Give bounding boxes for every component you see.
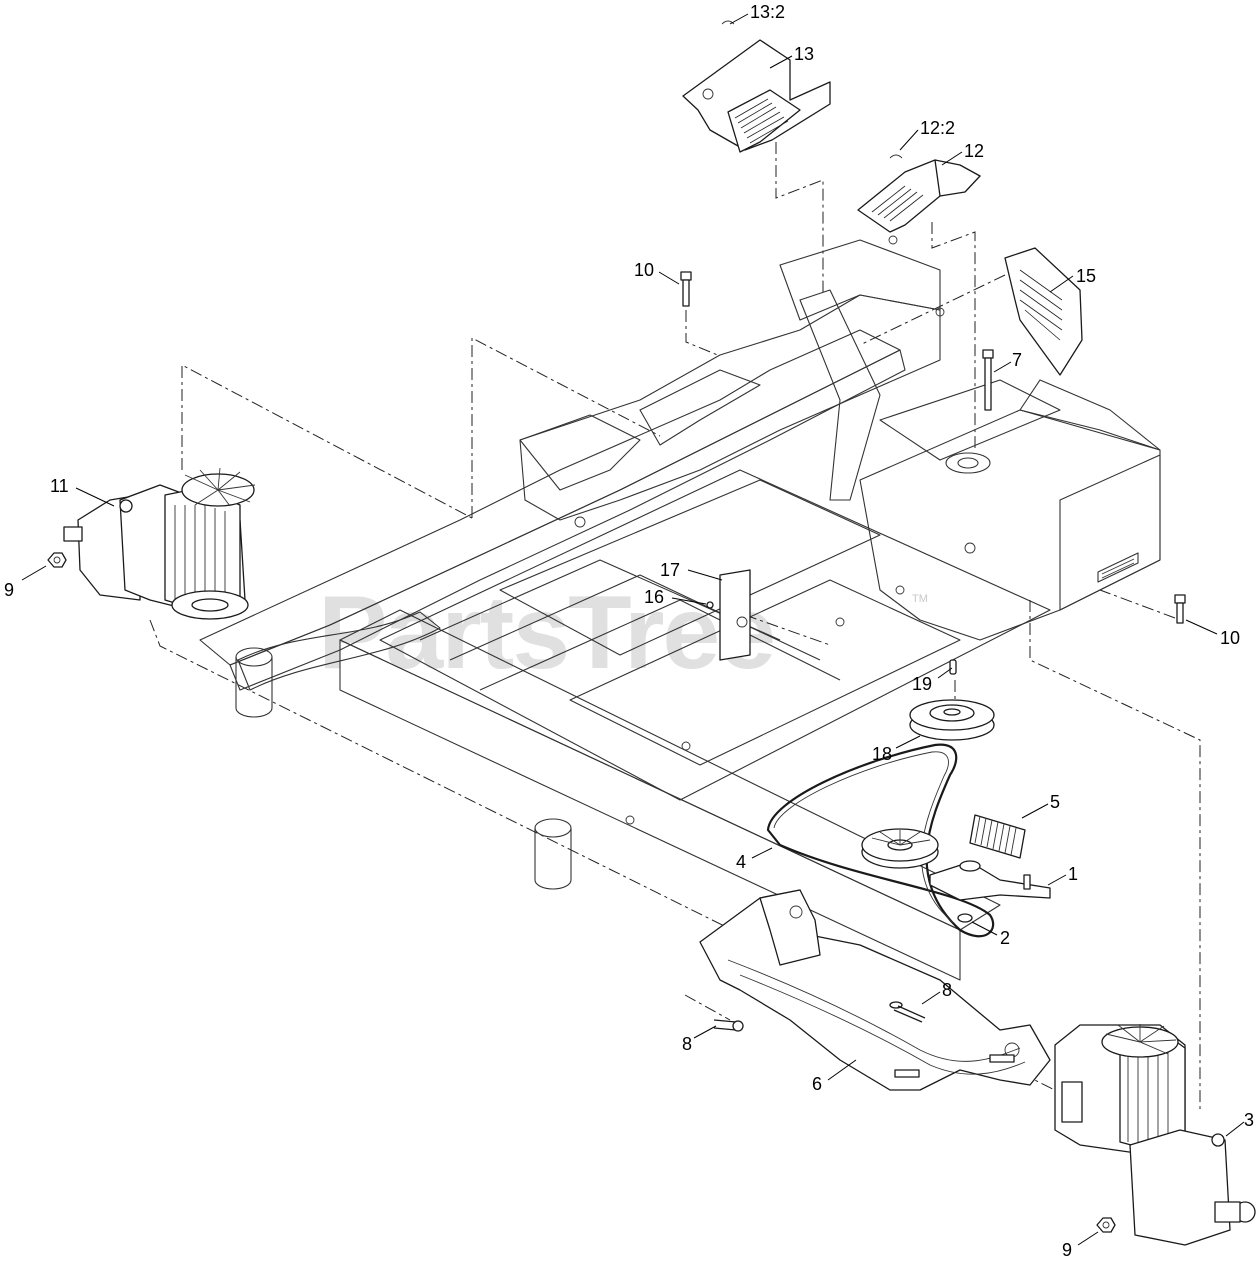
callout-8-left: 8	[682, 1034, 692, 1054]
callout-16: 16	[644, 587, 664, 607]
callout-9-bottom: 9	[1062, 1240, 1072, 1260]
callout-12-2: 12:2	[920, 118, 955, 138]
bolt-10-right	[1174, 594, 1186, 624]
floor-cover-right	[857, 154, 981, 245]
callout-9-left: 9	[4, 580, 14, 600]
bolt-7	[982, 349, 994, 411]
callout-17: 17	[660, 560, 680, 580]
callout-13-2: 13:2	[750, 2, 785, 22]
callout-15: 15	[1076, 266, 1096, 286]
bolt-10-top	[680, 271, 692, 307]
screw-16	[706, 601, 714, 609]
leader-lines	[21, 13, 1245, 1246]
crossmember-6	[699, 889, 1051, 1091]
callout-13: 13	[794, 44, 814, 64]
side-panel	[1004, 247, 1083, 376]
callout-3: 3	[1244, 1110, 1254, 1130]
transaxle-right	[1054, 1024, 1256, 1246]
callout-8-right: 8	[942, 980, 952, 1000]
spring-5	[969, 814, 1026, 859]
watermark: PartsTree TM	[318, 575, 928, 691]
bracket-17	[719, 569, 751, 661]
nut-9-left	[47, 552, 67, 568]
callout-11: 11	[50, 476, 69, 496]
callout-12: 12	[964, 141, 984, 161]
pin-8-right	[889, 1001, 926, 1023]
callout-18: 18	[872, 744, 892, 764]
idler-arm-1	[861, 828, 1051, 901]
callout-2: 2	[1000, 928, 1010, 948]
main-frame	[199, 239, 1161, 981]
frame-decal	[1097, 552, 1139, 583]
watermark-trademark: TM	[912, 593, 928, 605]
callout-5: 5	[1050, 792, 1060, 812]
callout-19: 19	[912, 674, 932, 694]
nut-9-bottom	[1096, 1217, 1116, 1233]
callout-6: 6	[812, 1074, 822, 1094]
callout-4: 4	[736, 852, 746, 872]
callout-10-top: 10	[634, 260, 654, 280]
watermark-text: PartsTree	[318, 575, 774, 691]
pulley-18	[909, 699, 995, 741]
callout-10-right: 10	[1220, 628, 1240, 648]
transaxle-left	[63, 467, 256, 620]
key-19	[949, 659, 957, 675]
washer-2	[957, 913, 973, 923]
callout-labels: 13:2 13 12:2 12 10 15 7 11 9 17 16 10 19…	[4, 2, 1254, 1260]
pin-8-left	[713, 1019, 744, 1032]
floor-cover-left	[682, 20, 831, 153]
callout-1: 1	[1068, 864, 1078, 884]
callout-7: 7	[1012, 350, 1022, 370]
